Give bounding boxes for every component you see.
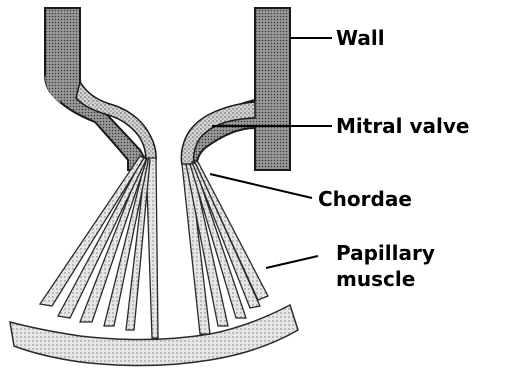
papillary-label-line2: muscle — [336, 267, 415, 291]
left-wall — [45, 8, 144, 170]
chordae-leader-line — [210, 174, 312, 198]
mitral-valve-label: Mitral valve — [336, 114, 470, 138]
papillary-leader-line — [266, 256, 318, 268]
right-wall — [184, 8, 290, 170]
chordae-label: Chordae — [318, 187, 412, 211]
left-valve-leaflet — [76, 82, 156, 160]
right-chordae — [182, 160, 268, 334]
wall-label: Wall — [336, 26, 385, 50]
papillary-label-line1: Papillary — [336, 241, 435, 265]
left-chordae — [40, 156, 158, 338]
